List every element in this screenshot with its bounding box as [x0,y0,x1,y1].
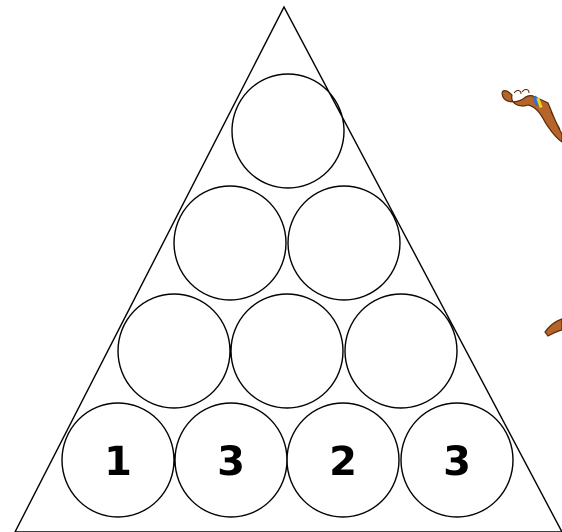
cell-value: 3 [217,439,245,485]
pyramid-cell[interactable] [345,294,457,408]
pyramid-cell[interactable] [118,294,230,408]
pyramid-cell[interactable]: 3 [401,403,513,517]
pyramid-cell[interactable] [288,186,400,300]
cell-value: 3 [443,439,471,485]
pyramid-cell[interactable] [232,74,344,188]
pyramid-cell[interactable]: 1 [62,403,174,517]
pyramid-cell[interactable] [231,294,343,408]
cell-value: 1 [104,439,132,485]
cell-value: 2 [329,439,357,485]
cartoon-character-arm-icon [502,89,562,142]
pyramid-cell[interactable]: 2 [287,403,399,517]
pyramid-cell[interactable]: 3 [175,403,287,517]
pyramid-triangle [15,7,562,532]
pyramid-cell[interactable] [174,186,286,300]
cartoon-character-hand-icon [545,319,562,336]
